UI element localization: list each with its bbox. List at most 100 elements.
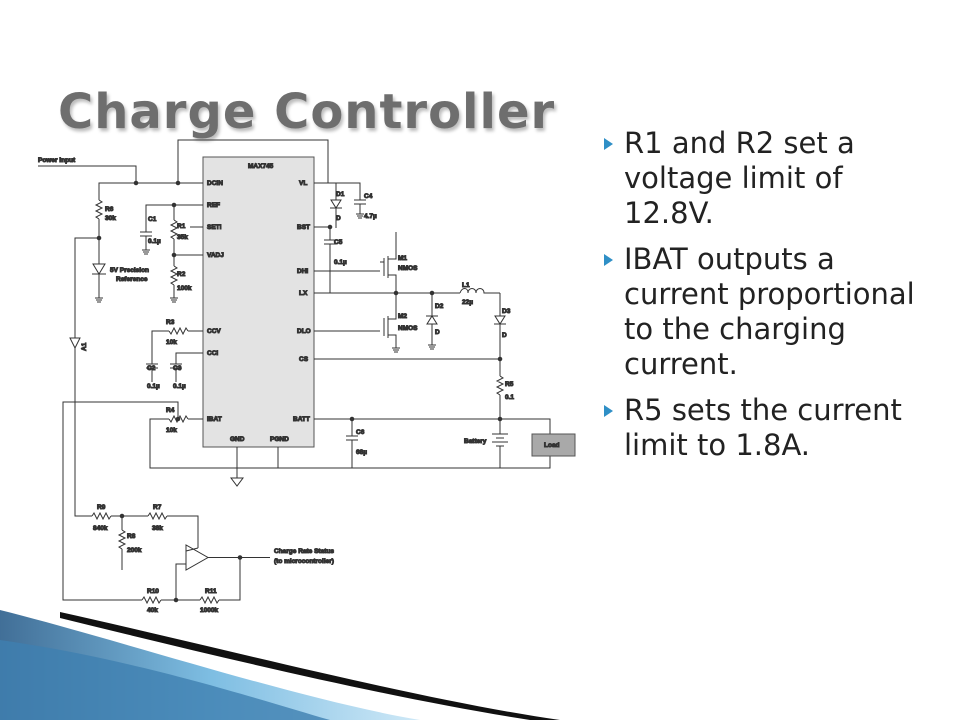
circuit-wire <box>497 356 503 362</box>
circuit-wire <box>383 316 389 338</box>
r6-value: 30k <box>105 215 116 222</box>
circuit-wire <box>92 263 106 275</box>
r4-value: 10k <box>166 427 177 434</box>
reference-label: 5V Precision <box>110 267 149 274</box>
bullet-list: R1 and R2 set a voltage limit of 12.8V. … <box>604 126 924 474</box>
circuit-wire <box>141 595 162 605</box>
m2-name: M2 <box>398 313 407 320</box>
circuit-wire <box>98 182 136 200</box>
pin-ccv: CCV <box>207 328 221 335</box>
r9-value: 840k <box>93 525 108 532</box>
ic-chip <box>202 156 315 448</box>
c6-value: 68µ <box>356 449 367 456</box>
circuit-wire <box>219 557 241 601</box>
load-box <box>531 433 576 457</box>
bullet-arrow-icon <box>604 254 613 266</box>
r10-name: R10 <box>147 588 159 595</box>
circuit-wire <box>336 182 361 200</box>
r8-value: 200k <box>127 547 142 554</box>
pin-pgnd: PGND <box>270 436 289 443</box>
circuit-wire <box>91 511 112 521</box>
circuit-wire <box>356 204 364 219</box>
circuit-wire <box>142 236 150 255</box>
c6-name: C6 <box>356 429 365 436</box>
reference-label-2: Reference <box>116 276 148 283</box>
circuit-wire <box>169 265 179 286</box>
circuit-wire <box>175 563 186 600</box>
r9-name: R9 <box>97 504 106 511</box>
d1-value: D <box>336 215 341 222</box>
circuit-wire <box>175 352 203 364</box>
r10-value: 40k <box>147 607 158 614</box>
m1-name: M1 <box>398 255 407 262</box>
bullet-text: R5 sets the current limit to 1.8A. <box>624 393 902 462</box>
c3-value: 0.1µ <box>173 383 186 390</box>
circuit-wire <box>185 547 199 552</box>
r4-name: R4 <box>166 407 175 414</box>
pin-vadj: VADJ <box>207 252 224 259</box>
circuit-wire <box>169 219 179 240</box>
circuit-wire <box>185 544 210 571</box>
c1-value: 0.1µ <box>148 238 161 245</box>
r8-name: R8 <box>127 533 136 540</box>
circuit-wire <box>149 418 551 469</box>
circuit-wire <box>314 226 331 240</box>
pin-bst: BST <box>297 224 310 231</box>
circuit-wire <box>354 199 366 205</box>
r11-name: R11 <box>205 588 217 595</box>
c4-value: 4.7µ <box>364 213 377 220</box>
circuit-wire <box>175 180 181 186</box>
pin-ibat: IBAT <box>207 416 222 423</box>
bullet-arrow-icon <box>604 138 613 150</box>
power-input-label: Power Input <box>38 157 76 164</box>
m2-value: NMOS <box>398 325 418 332</box>
pin-vl: VL <box>299 180 307 187</box>
r7-name: R7 <box>153 504 162 511</box>
circuit-wire <box>392 347 400 353</box>
circuit-wire <box>199 595 220 605</box>
circuit-wire <box>426 315 438 325</box>
c4-name: C4 <box>364 193 373 200</box>
pin-cs: CS <box>299 356 309 363</box>
circuit-wire <box>38 165 203 184</box>
d3-value: D <box>502 332 507 339</box>
bullet-text: IBAT outputs a current proportional to t… <box>624 242 915 381</box>
circuit-wire <box>173 239 203 256</box>
pin-dhi: DHI <box>297 268 308 275</box>
d2-value: D <box>435 329 440 336</box>
r1-name: R1 <box>177 223 186 230</box>
r1-value: 35k <box>177 234 188 241</box>
bullet-item: R5 sets the current limit to 1.8A. <box>604 393 924 463</box>
m1-value: NMOS <box>398 265 418 272</box>
circuit-wire <box>145 204 203 232</box>
circuit-wire <box>173 597 179 603</box>
bullet-arrow-icon <box>604 405 613 417</box>
circuit-wire <box>62 401 179 601</box>
circuit-wire <box>383 256 389 278</box>
l1-name: L1 <box>462 282 470 289</box>
pin-gnd: GND <box>230 436 245 443</box>
r11-value: 1000k <box>200 607 218 614</box>
circuit-wire <box>314 418 551 434</box>
c1-name: C1 <box>148 216 157 223</box>
circuit-wire <box>459 288 500 294</box>
circuit-wire <box>230 477 244 487</box>
load-label: Load <box>544 442 560 449</box>
circuit-wire <box>428 324 436 350</box>
circuit-wire <box>346 435 358 441</box>
d2-name: D2 <box>435 303 444 310</box>
circuit-wire <box>74 495 92 517</box>
d1-name: D1 <box>336 191 345 198</box>
r2-value: 100k <box>177 285 192 292</box>
battery-label: Battery <box>464 438 487 445</box>
circuit-wire <box>140 231 152 237</box>
pin-lx: LX <box>299 290 308 297</box>
circuit-wire <box>388 232 397 293</box>
d3-name: D3 <box>502 308 511 315</box>
circuit-wire <box>327 224 333 230</box>
pin-dcin: DCIN <box>207 180 223 187</box>
r6-name: R6 <box>105 206 114 213</box>
circuit-wire <box>74 219 100 335</box>
